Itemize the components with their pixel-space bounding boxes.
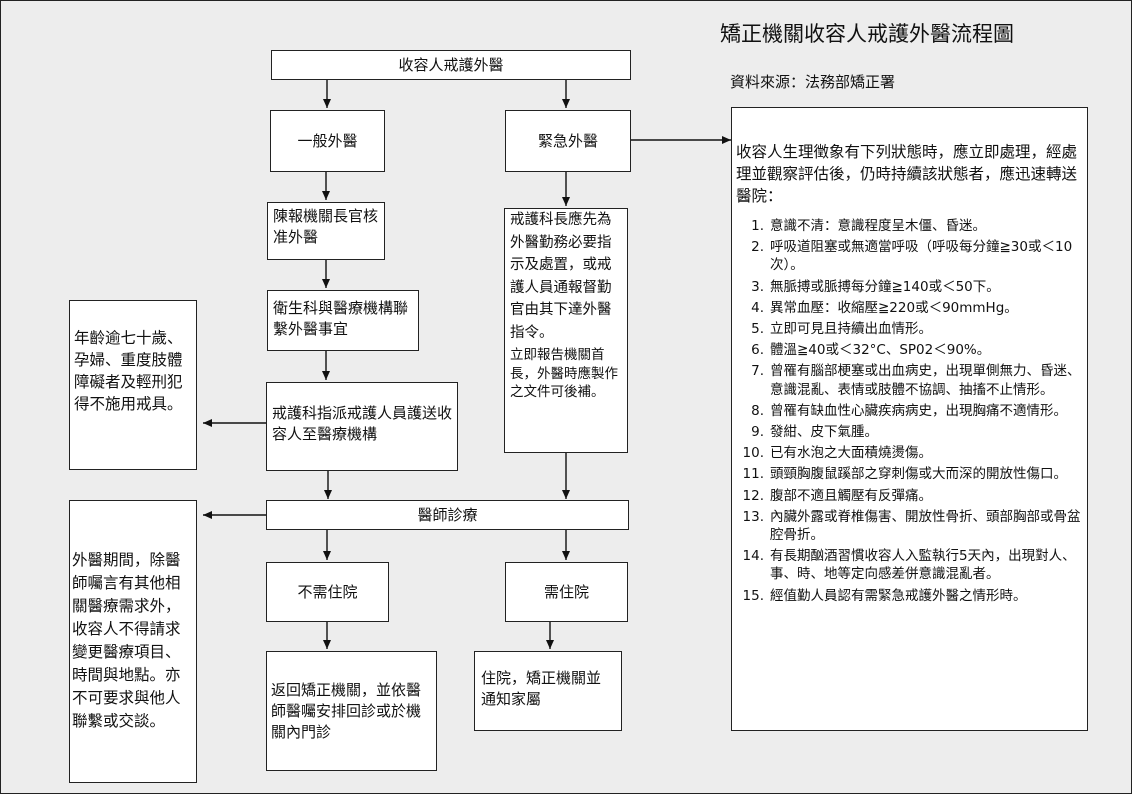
criteria-item: 8. 曾罹有缺血性心臟疾病病史，出現胸痛不適情形。 [736, 402, 1081, 420]
criteria-item-text: 曾罹有缺血性心臟疾病病史，出現胸痛不適情形。 [770, 402, 1067, 419]
emergency-instruction-text: 戒護科長應先為外醫勤務必要指示及處置，或戒護人員通報督勤官由其下達外醫指令。 [510, 212, 612, 341]
emergency-node: 緊急外醫 [505, 110, 631, 172]
criteria-item-text: 頭頸胸腹鼠蹊部之穿刺傷或大而深的開放性傷口。 [770, 466, 1067, 483]
criteria-item-number: 7. [751, 363, 764, 380]
criteria-item: 6. 體溫≧40或＜32°C、SP02＜90%。 [736, 341, 1081, 359]
source-label: 資料來源：法務部矯正署 [730, 73, 896, 91]
criteria-item-text: 經值勤人員認有需緊急戒護外醫之情形時。 [770, 587, 1027, 604]
criteria-item-number: 1. [751, 218, 764, 234]
emergency-instruction-node: 戒護科長應先為外醫勤務必要指示及處置，或戒護人員通報督勤官由其下達外醫指令。 立… [504, 208, 628, 453]
criteria-item-text: 內臟外露或脊椎傷害、開放性骨折、頭部胸部或骨盆腔骨折。 [770, 508, 1081, 544]
criteria-item-number: 13. [742, 508, 764, 525]
criteria-item-number: 12. [742, 487, 764, 504]
criteria-item-number: 8. [751, 402, 764, 419]
criteria-item-text: 曾罹有腦部梗塞或出血病史，出現單側無力、昏迷、意識混亂、表情或肢體不協調、抽搐不… [770, 363, 1081, 398]
start-node: 收容人戒護外醫 [271, 50, 631, 80]
criteria-item-number: 6. [751, 342, 764, 359]
diagnosis-node: 醫師診療 [266, 500, 629, 530]
criteria-item: 1. 意識不清：意識程度呈木僵、昏迷。 [736, 217, 1081, 235]
criteria-item-text: 發紺、皮下氣腫。 [770, 424, 878, 441]
criteria-item: 14. 有長期酗酒習慣收容人入監執行5天內，出現對人、事、時、地等定向感差併意識混… [736, 547, 1081, 583]
criteria-item: 15. 經值勤人員認有需緊急戒護外醫之情形時。 [736, 587, 1081, 605]
coordinate-node: 衛生科與醫療機構聯繫外醫事宜 [267, 290, 419, 351]
period-note: 外醫期間，除醫師囑言有其他相關醫療需求外，收容人不得請求變更醫療項目、時間與地點… [69, 500, 197, 783]
criteria-item-text: 已有水泡之大面積燒燙傷。 [770, 445, 932, 462]
criteria-item-text: 呼吸道阻塞或無適當呼吸（呼吸每分鐘≧30或＜10次）。 [770, 239, 1073, 274]
criteria-item: 5. 立即可見且持續出血情形。 [736, 320, 1081, 338]
criteria-item-text: 無脈搏或脈搏每分鐘≧140或＜50下。 [770, 278, 1000, 295]
criteria-item: 9. 發紺、皮下氣腫。 [736, 423, 1081, 441]
return-node: 返回矯正機關，並依醫師醫囑安排回診或於機關內門診 [266, 651, 437, 771]
criteria-intro: 收容人生理徵象有下列狀態時，應立即處理，經處理並觀察評估後，仍時持續該狀態者，應… [736, 143, 1078, 205]
criteria-item-number: 9. [751, 424, 764, 441]
criteria-item: 4. 異常血壓：收縮壓≧220或＜90mmHg。 [736, 299, 1081, 317]
admit-node: 住院，矯正機關並通知家屬 [474, 651, 622, 731]
criteria-list: 1. 意識不清：意識程度呈木僵、昏迷。 2. 呼吸道阻塞或無適當呼吸（呼吸每分鐘≧30… [736, 217, 1081, 605]
criteria-item-text: 異常血壓：收縮壓≧220或＜90mmHg。 [770, 299, 1018, 316]
assign-node: 戒護科指派戒護人員護送收容人至醫療機構 [266, 382, 458, 471]
criteria-item: 12. 腹部不適且觸壓有反彈痛。 [736, 487, 1081, 505]
hospitalization-node: 需住院 [505, 562, 628, 622]
page-title: 矯正機關收容人戒護外醫流程圖 [720, 22, 1014, 46]
criteria-item: 10. 已有水泡之大面積燒燙傷。 [736, 444, 1081, 462]
criteria-item-text: 體溫≧40或＜32°C、SP02＜90%。 [770, 342, 991, 359]
criteria-item-text: 意識不清：意識程度呈木僵、昏迷。 [770, 218, 986, 234]
criteria-item-number: 3. [751, 278, 764, 295]
criteria-item-text: 腹部不適且觸壓有反彈痛。 [770, 487, 932, 504]
criteria-item: 7. 曾罹有腦部梗塞或出血病史，出現單側無力、昏迷、意識混亂、表情或肢體不協調、抽… [736, 362, 1081, 398]
criteria-item-text: 立即可見且持續出血情形。 [770, 321, 932, 338]
criteria-item-text: 有長期酗酒習慣收容人入監執行5天內，出現對人、事、時、地等定向感差併意識混亂者。 [770, 548, 1076, 583]
criteria-panel: 收容人生理徵象有下列狀態時，應立即處理，經處理並觀察評估後，仍時持續該狀態者，應… [731, 107, 1088, 731]
general-node: 一般外醫 [270, 110, 385, 172]
criteria-item: 3. 無脈搏或脈搏每分鐘≧140或＜50下。 [736, 278, 1081, 296]
criteria-item: 11. 頭頸胸腹鼠蹊部之穿刺傷或大而深的開放性傷口。 [736, 465, 1081, 483]
emergency-report-text: 立即報告機關首長，外醫時應製作之文件可後補。 [510, 347, 618, 400]
criteria-item-number: 5. [751, 321, 764, 338]
criteria-item-number: 11. [742, 466, 764, 483]
criteria-item: 2. 呼吸道阻塞或無適當呼吸（呼吸每分鐘≧30或＜10次）。 [736, 238, 1081, 274]
no-hospitalization-node: 不需住院 [266, 562, 389, 622]
criteria-item: 13. 內臟外露或脊椎傷害、開放性骨折、頭部胸部或骨盆腔骨折。 [736, 508, 1081, 544]
restraint-note: 年齡逾七十歲、孕婦、重度肢體障礙者及輕刑犯得不施用戒具。 [69, 300, 197, 470]
criteria-item-number: 4. [751, 299, 764, 316]
report-node: 陳報機關長官核准外醫 [267, 202, 385, 260]
criteria-item-number: 10. [742, 445, 764, 462]
criteria-item-number: 2. [751, 239, 764, 256]
criteria-item-number: 15. [742, 587, 764, 604]
criteria-item-number: 14. [742, 548, 764, 565]
